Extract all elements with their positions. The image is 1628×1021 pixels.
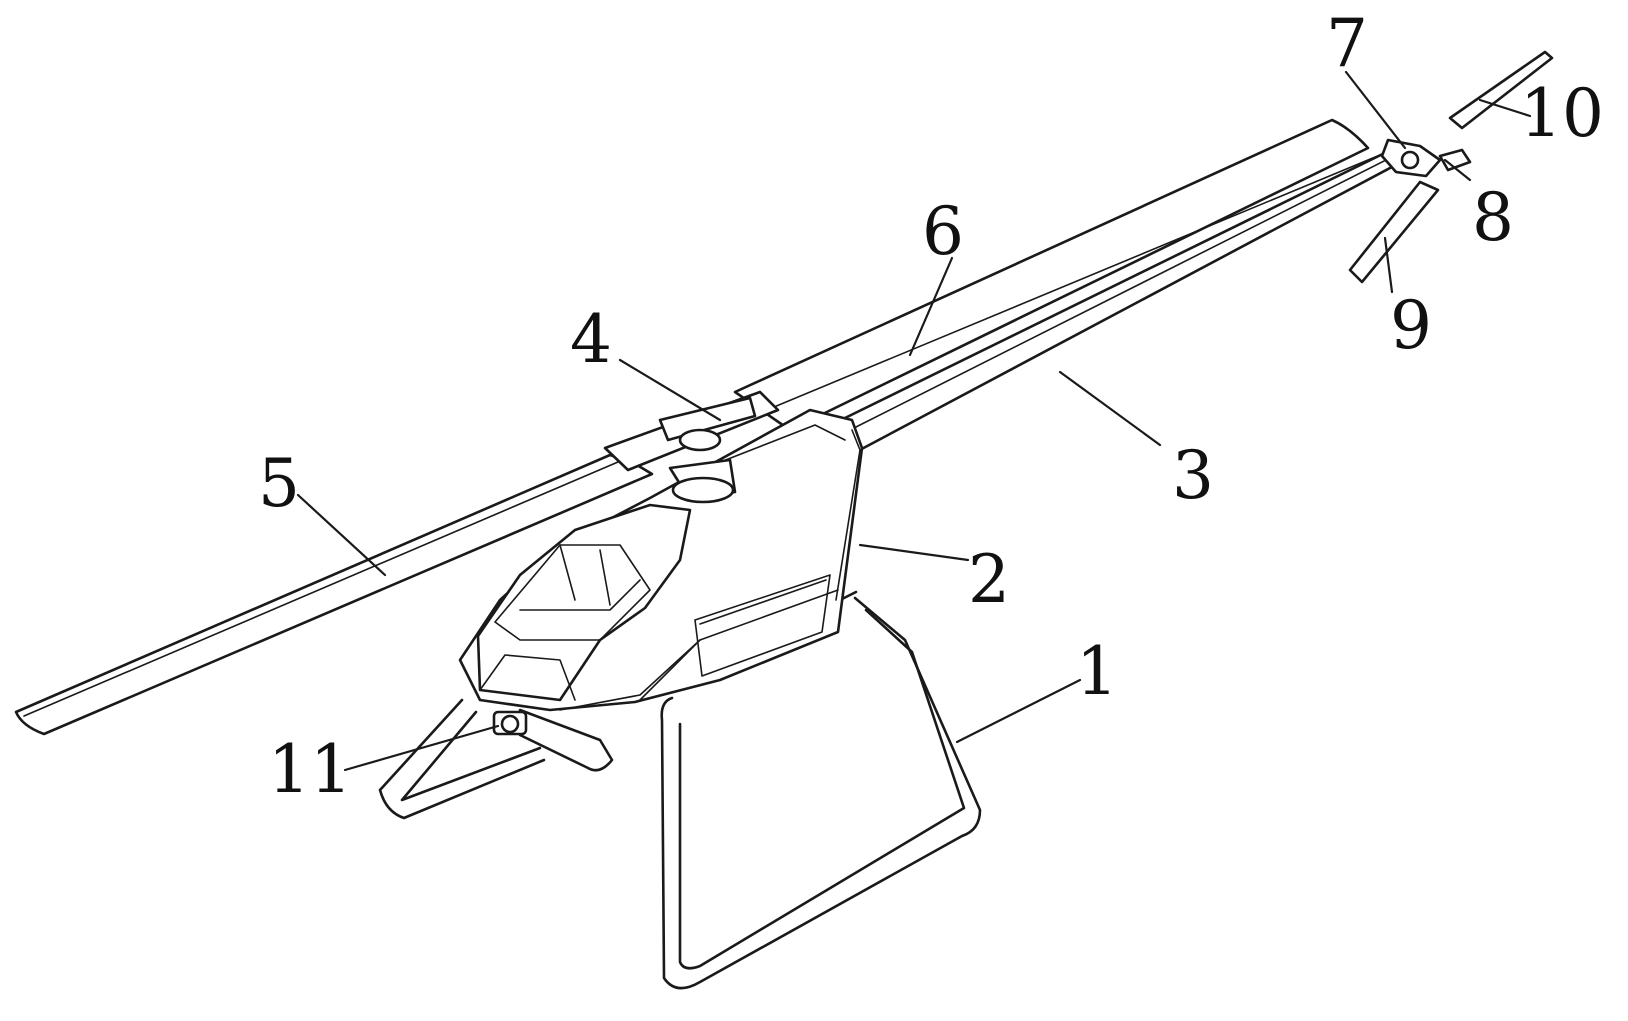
tail-rotor xyxy=(1348,50,1554,284)
camera-gimbal xyxy=(492,710,528,736)
label-6: 6 xyxy=(922,193,964,270)
part-labels: 1 2 3 4 5 6 7 8 9 10 11 xyxy=(258,5,1604,808)
label-8: 8 xyxy=(1472,179,1514,256)
label-4: 4 xyxy=(570,301,612,378)
label-1: 1 xyxy=(1076,633,1118,710)
label-7: 7 xyxy=(1326,5,1368,82)
label-2: 2 xyxy=(968,541,1010,618)
leader-lines xyxy=(296,70,1532,772)
label-10: 10 xyxy=(1520,75,1604,152)
label-11: 11 xyxy=(268,731,352,808)
label-3: 3 xyxy=(1172,437,1214,514)
fuselage xyxy=(458,408,864,772)
label-5: 5 xyxy=(258,445,300,522)
label-9: 9 xyxy=(1390,287,1432,364)
main-rotor-blade-right xyxy=(733,118,1393,432)
rotor-hub xyxy=(603,390,780,504)
